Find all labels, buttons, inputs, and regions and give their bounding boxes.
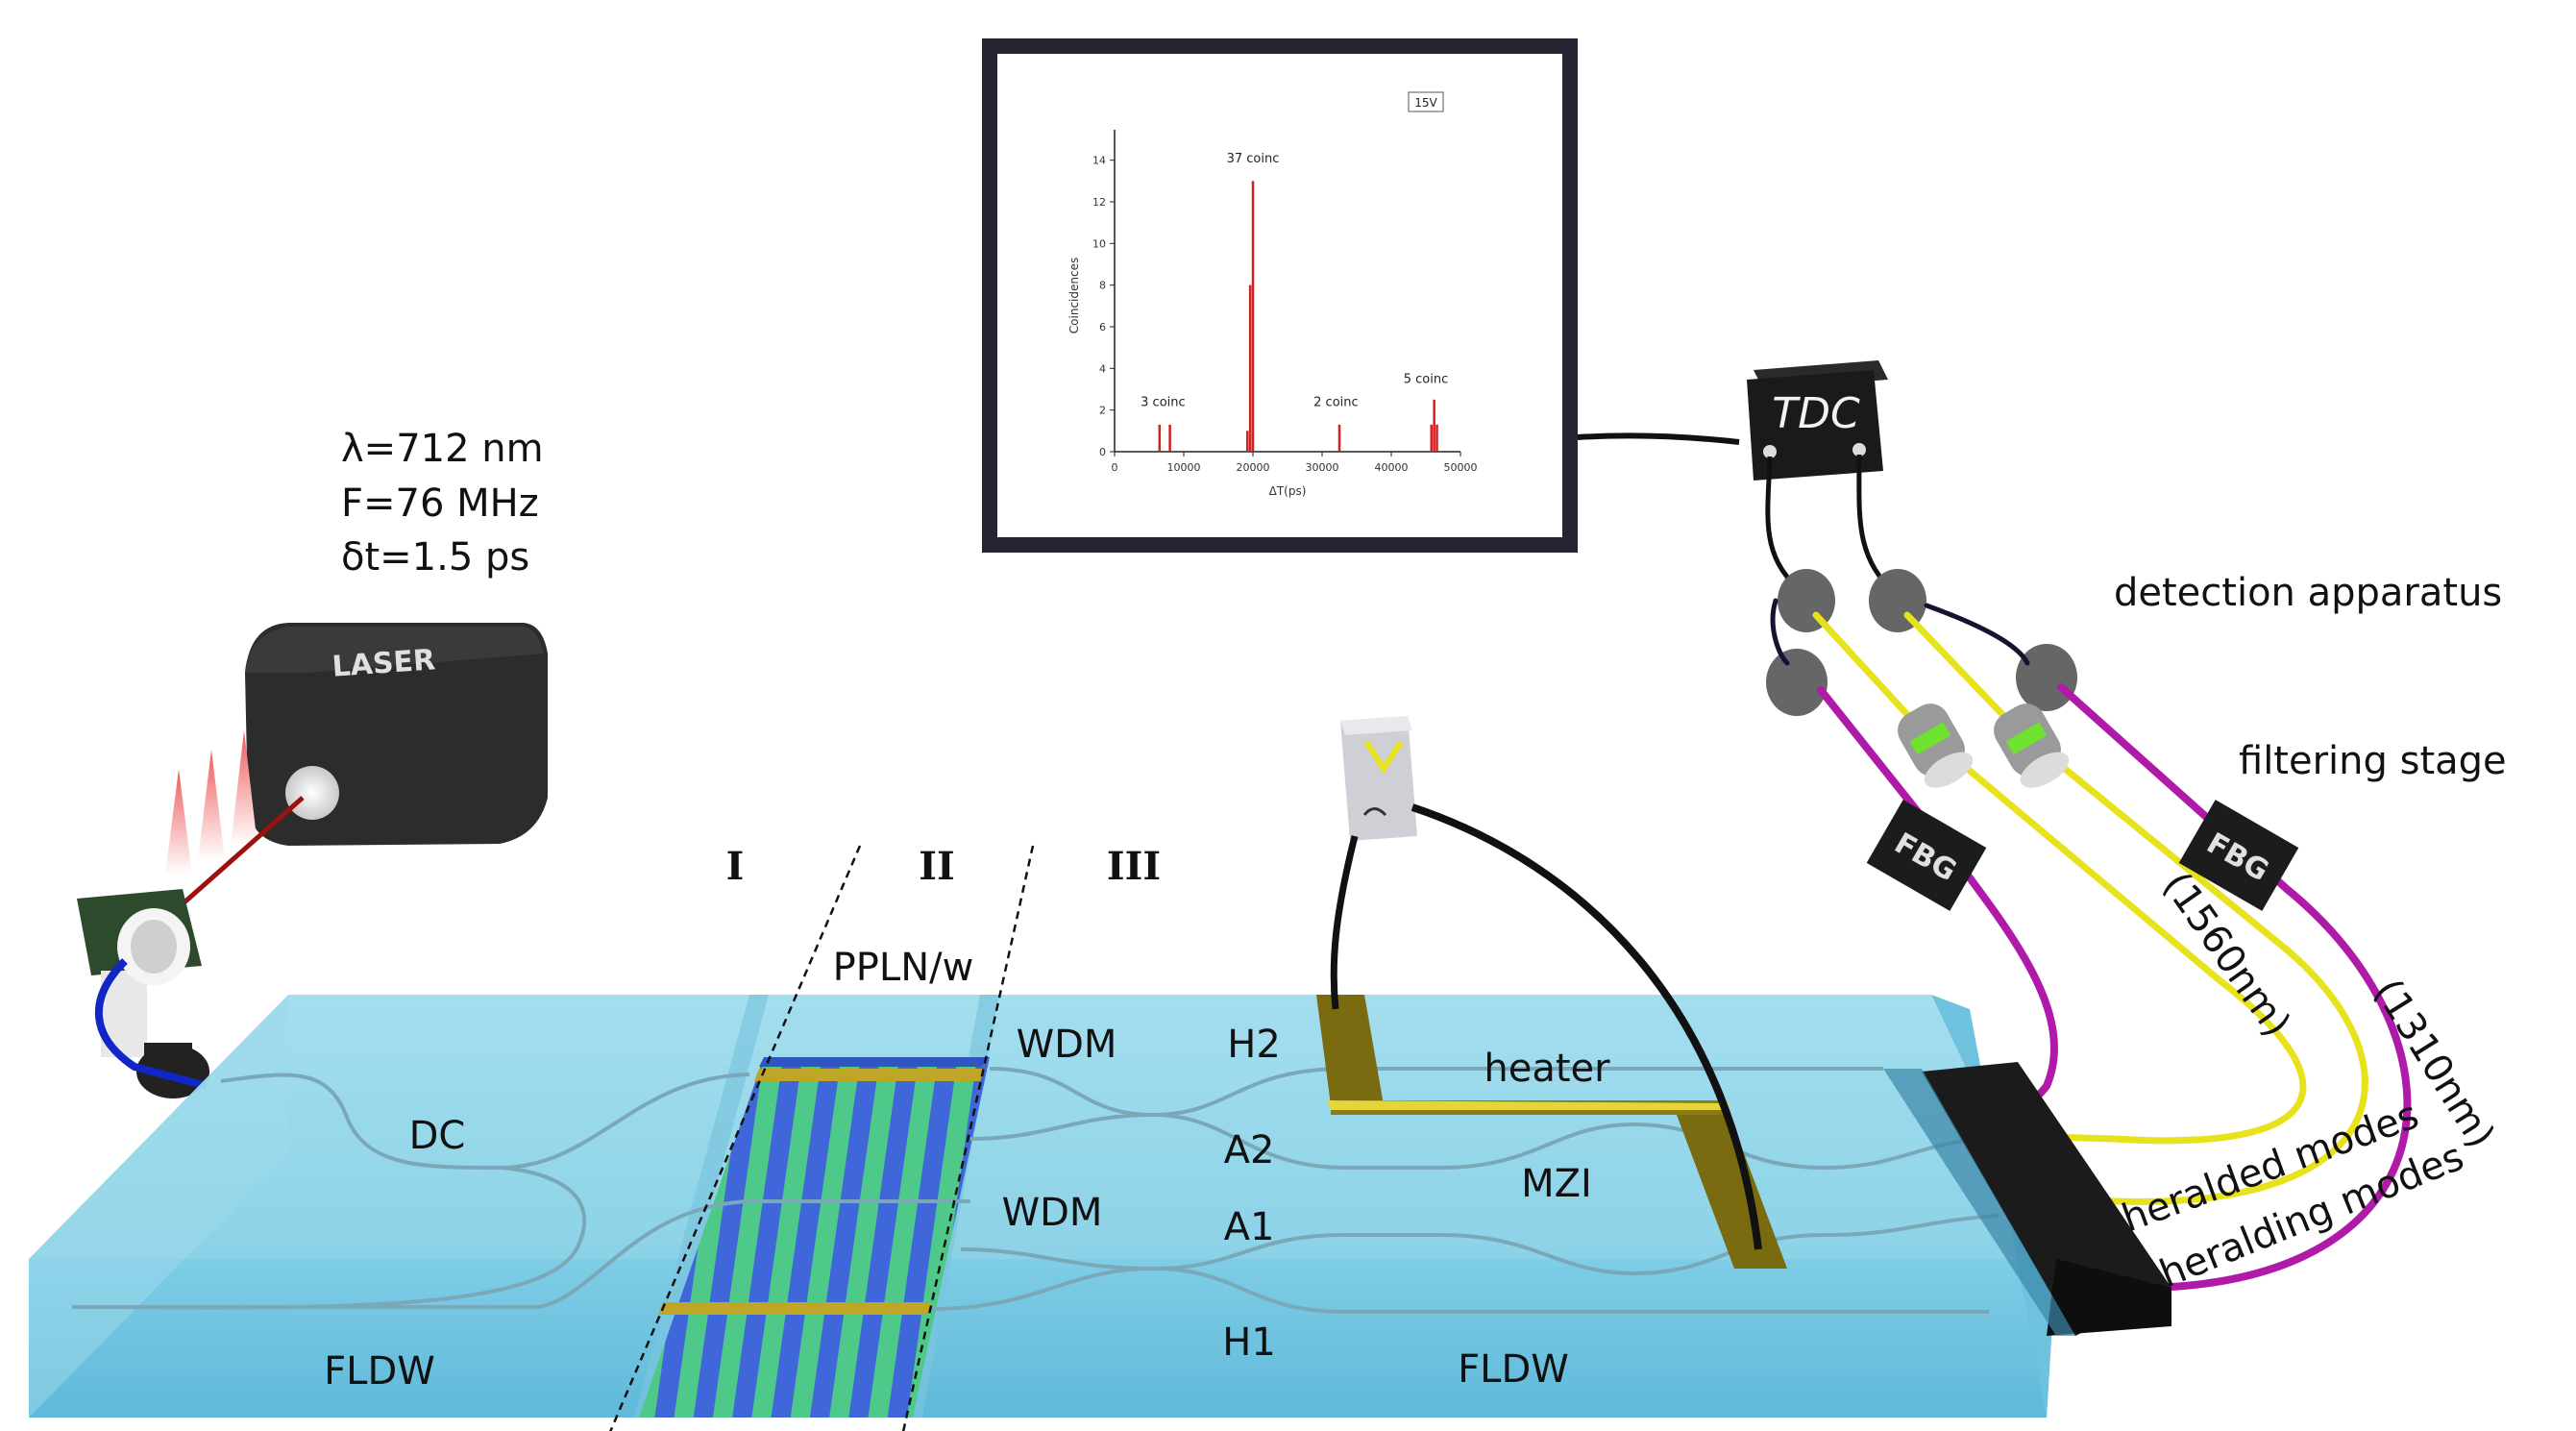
coincidence-annotation: 3 coinc xyxy=(1141,395,1186,409)
x-tick-label: 10000 xyxy=(1167,461,1201,474)
detection-apparatus-label: detection apparatus xyxy=(2114,571,2502,615)
detectors xyxy=(1766,569,2077,716)
right-labels: detection apparatus filtering stage hera… xyxy=(2114,571,2507,1296)
heater-probe xyxy=(1340,716,1417,841)
laser-pulse-width: δt=1.5 ps xyxy=(341,535,529,580)
y-tick-label: 8 xyxy=(1099,280,1106,292)
section-label-1: I xyxy=(726,844,745,889)
section-label-3: III xyxy=(1107,844,1161,889)
section-label-2: II xyxy=(919,844,954,889)
x-tick-label: 30000 xyxy=(1306,461,1339,474)
wdm-top-label: WDM xyxy=(1017,1023,1117,1067)
voltage-badge-label: 15V xyxy=(1414,96,1437,110)
y-tick-label: 4 xyxy=(1099,362,1106,375)
tdc-box: TDC xyxy=(1747,360,1888,481)
coincidence-annotation: 37 coinc xyxy=(1227,152,1280,166)
laser-wavelength: λ=712 nm xyxy=(341,427,544,471)
fiber-bundle xyxy=(1770,598,2412,1292)
dc-label: DC xyxy=(409,1114,466,1158)
coincidence-annotation: 2 coinc xyxy=(1313,395,1359,409)
y-tick-label: 10 xyxy=(1092,237,1106,250)
laser-source: LASER xyxy=(245,623,548,846)
x-tick-label: 50000 xyxy=(1444,461,1478,474)
wdm-bottom-label: WDM xyxy=(1002,1191,1103,1235)
tdc-label: TDC xyxy=(1772,389,1860,438)
heater-label: heater xyxy=(1484,1047,1610,1091)
h2-label: H2 xyxy=(1227,1023,1281,1067)
section-dividers xyxy=(609,845,1035,1431)
laser-frequency: F=76 MHz xyxy=(341,481,539,526)
fldw-left-label: FLDW xyxy=(324,1349,435,1394)
fldw-right-label: FLDW xyxy=(1458,1347,1569,1392)
h1-label: H1 xyxy=(1222,1320,1276,1365)
fbg-left: FBG xyxy=(1866,800,1987,911)
y-axis-label: Coincidences xyxy=(1067,258,1081,333)
x-axis-label: ΔT(ps) xyxy=(1269,484,1307,498)
ppln-waveguide xyxy=(639,1057,990,1418)
laser-logo: LASER xyxy=(331,643,436,683)
voltage-badge xyxy=(1408,91,1444,112)
y-tick-label: 2 xyxy=(1099,405,1106,417)
heater-electrodes xyxy=(1316,995,1787,1269)
y-tick-label: 12 xyxy=(1092,196,1106,209)
laser-parameters: λ=712 nm F=76 MHz δt=1.5 ps xyxy=(341,427,544,580)
x-tick-label: 0 xyxy=(1112,461,1118,474)
filters xyxy=(1898,703,2070,788)
photonic-chip xyxy=(29,995,2056,1418)
x-tick-label: 40000 xyxy=(1375,461,1409,474)
a1-label: A1 xyxy=(1224,1205,1275,1249)
y-tick-label: 6 xyxy=(1099,321,1106,333)
mzi-label: MZI xyxy=(1521,1162,1592,1206)
output-fiber-array xyxy=(1883,1062,2171,1336)
waveguides xyxy=(71,1067,1999,1314)
fbg-right: FBG xyxy=(2178,800,2299,911)
y-tick-label: 0 xyxy=(1099,446,1106,458)
coincidence-annotation: 5 coinc xyxy=(1404,373,1449,387)
x-tick-label: 20000 xyxy=(1237,461,1270,474)
chip-labels: PPLN/w DC FLDW FLDW WDM WDM H2 A2 A1 H1 … xyxy=(324,946,1610,1394)
ppln-label: PPLN/w xyxy=(833,946,974,990)
heralded-wavelength-label: (1560nm) xyxy=(2154,864,2299,1045)
filtering-stage-label: filtering stage xyxy=(2239,739,2507,783)
laser-pulses xyxy=(165,730,258,875)
monitor: 0 10000 20000 30000 40000 50000 0 2 4 6 8 10 12 14ΔT(… xyxy=(982,38,1578,553)
section-labels: I II III xyxy=(726,844,1161,889)
coincidence-chart: 0 10000 20000 30000 40000 50000 0 2 4 6 8 10 12 14ΔT(… xyxy=(1067,91,1478,498)
y-tick-label: 14 xyxy=(1092,155,1106,167)
a2-label: A2 xyxy=(1224,1128,1275,1172)
